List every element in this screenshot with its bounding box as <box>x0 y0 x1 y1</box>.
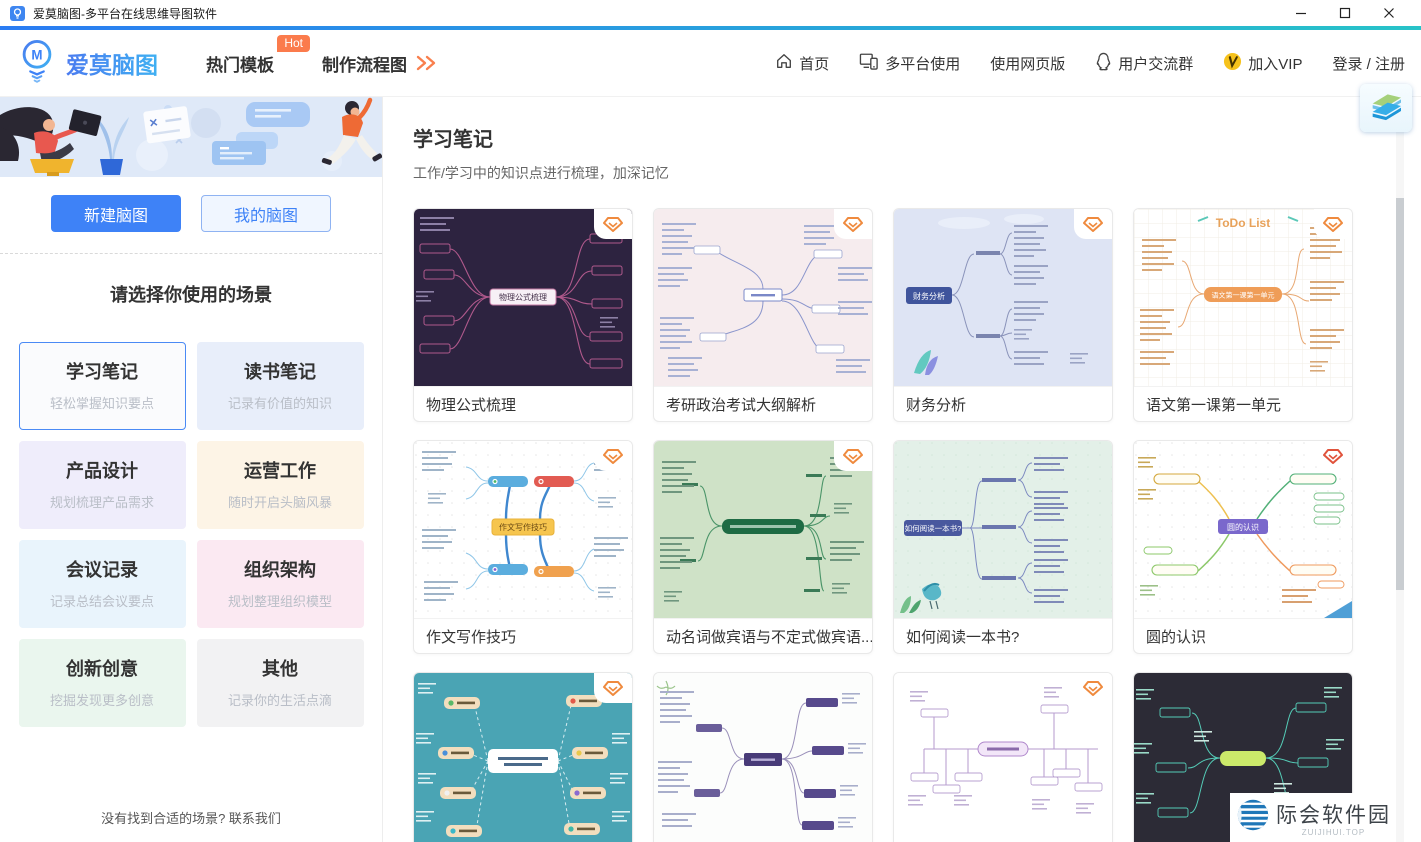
window-titlebar: 爱莫脑图-多平台在线思维导图软件 <box>0 0 1421 26</box>
scene-footer: 没有找到合适的场景? 联系我们 <box>101 811 281 826</box>
svg-text:如何阅读一本书?: 如何阅读一本书? <box>905 523 962 533</box>
svg-text:物理公式梳理: 物理公式梳理 <box>499 292 547 302</box>
template-card-infinitive-grammar[interactable] <box>893 672 1113 842</box>
premium-gem-icon <box>1314 441 1352 471</box>
scene-card-other[interactable]: 其他 记录你的生活点滴 <box>196 639 364 727</box>
template-card-physics-formulas[interactable]: 物理公式梳理 物理公式梳理 <box>413 208 633 422</box>
brand-logo[interactable]: M 爱莫脑图 <box>16 37 158 90</box>
nav-link-multiplatform[interactable]: 多平台使用 <box>859 52 960 74</box>
premium-gem-icon <box>594 209 632 239</box>
template-card-how-to-read[interactable]: 如何阅读一本书? 如何阅读一本书? <box>893 440 1113 654</box>
svg-text:M: M <box>31 47 42 62</box>
bulb-logo-icon: M <box>16 37 58 90</box>
watermark-domain: ZUIJIHUI.TOP <box>1301 827 1366 837</box>
brand-name: 爱莫脑图 <box>66 46 158 80</box>
app-icon <box>10 5 25 21</box>
accent-divider <box>0 26 1421 30</box>
close-button[interactable] <box>1367 0 1411 26</box>
qq-icon <box>1095 52 1112 75</box>
premium-gem-icon <box>594 673 632 703</box>
template-panel: 学习笔记 工作/学习中的知识点进行梳理，加深记忆 <box>383 97 1421 842</box>
floating-tool-widget[interactable] <box>1360 84 1412 132</box>
contact-us-link[interactable]: 联系我们 <box>228 811 281 826</box>
premium-gem-icon <box>834 441 872 471</box>
scene-card-innovation[interactable]: 创新创意 挖掘发现更多创意 <box>18 639 186 727</box>
new-mindmap-button[interactable]: 新建脑图 <box>51 195 181 232</box>
scene-card-study-notes[interactable]: 学习笔记 轻松掌握知识要点 <box>18 342 186 430</box>
scene-heading: 请选择你使用的场景 <box>110 285 272 305</box>
premium-gem-icon <box>1074 209 1112 239</box>
window-title: 爱莫脑图-多平台在线思维导图软件 <box>33 6 217 21</box>
dashed-divider <box>0 253 382 254</box>
nav-link-login-register[interactable]: 登录 / 注册 <box>1332 55 1405 73</box>
main-nav: M 爱莫脑图 热门模板 Hot 制作流程图 首页 多平台使用 使用网页版 <box>0 30 1421 97</box>
mindmap-thumbnail: 作文写作技巧 <box>414 441 632 618</box>
section-title: 学习笔记 <box>413 129 493 151</box>
template-grid: 物理公式梳理 物理公式梳理 <box>413 208 1421 842</box>
svg-text:圆的认识: 圆的认识 <box>1227 522 1259 532</box>
template-card-study-plan[interactable] <box>413 672 633 842</box>
template-card-purple-notes[interactable] <box>653 672 873 842</box>
nav-link-home[interactable]: 首页 <box>775 52 829 74</box>
scrollbar-thumb[interactable] <box>1396 198 1404 590</box>
vip-icon <box>1223 52 1242 75</box>
template-card-essay-writing[interactable]: 作文写作技巧 作文写作技巧 <box>413 440 633 654</box>
mindmap-thumbnail: ToDo List 语文第一课第一单元 <box>1134 209 1352 386</box>
home-icon <box>775 52 793 74</box>
scene-card-reading-notes[interactable]: 读书笔记 记录有价值的知识 <box>196 342 364 430</box>
nav-link-webversion[interactable]: 使用网页版 <box>990 55 1066 73</box>
watermark-name: 际会软件园 <box>1276 803 1391 827</box>
svg-text:语文第一课第一单元: 语文第一课第一单元 <box>1212 291 1275 300</box>
nav-hot-templates[interactable]: 热门模板 Hot <box>206 34 310 76</box>
premium-gem-icon <box>834 209 872 239</box>
premium-gem-icon <box>1314 209 1352 239</box>
scene-card-product-design[interactable]: 产品设计 规划梳理产品需求 <box>18 441 186 529</box>
mindmap-thumbnail <box>654 209 872 386</box>
mindmap-thumbnail: 圆的认识 <box>1134 441 1352 618</box>
banner-illustration <box>0 97 382 177</box>
double-arrow-icon <box>415 55 439 71</box>
premium-gem-icon <box>594 441 632 471</box>
template-card-politics-exam[interactable]: 考研政治考试大纲解析 <box>653 208 873 422</box>
section-subtitle: 工作/学习中的知识点进行梳理，加深记忆 <box>413 165 669 181</box>
scrollbar-track[interactable] <box>1396 98 1404 842</box>
hot-badge: Hot <box>277 34 310 52</box>
mindmap-thumbnail <box>414 673 632 842</box>
mindmap-thumbnail: 财务分析 <box>894 209 1112 386</box>
nav-link-usergroup[interactable]: 用户交流群 <box>1095 52 1193 75</box>
mindmap-thumbnail: 如何阅读一本书? <box>894 441 1112 618</box>
svg-text:ToDo List: ToDo List <box>1216 216 1270 230</box>
scene-grid: 学习笔记 轻松掌握知识要点 读书笔记 记录有价值的知识 产品设计 规划梳理产品需… <box>0 342 382 727</box>
mindmap-thumbnail: 物理公式梳理 <box>414 209 632 386</box>
mindmap-thumbnail <box>894 673 1112 842</box>
my-mindmaps-button[interactable]: 我的脑图 <box>201 195 331 232</box>
template-card-circle-geometry[interactable]: 圆的认识 圆的认识 <box>1133 440 1353 654</box>
premium-gem-icon <box>1074 673 1112 703</box>
minimize-button[interactable] <box>1279 0 1323 26</box>
svg-text:作文写作技巧: 作文写作技巧 <box>499 522 547 532</box>
template-card-gerund-grammar[interactable]: 动名词做宾语与不定式做宾语... <box>653 440 873 654</box>
globe-logo-icon <box>1234 796 1272 839</box>
zigzag-tool-icon <box>1366 89 1406 128</box>
nav-make-flowchart[interactable]: 制作流程图 <box>322 51 439 76</box>
template-card-chinese-lesson[interactable]: ToDo List 语文第一课第一单元 <box>1133 208 1353 422</box>
devices-icon <box>859 52 879 74</box>
template-card-finance-analysis[interactable]: 财务分析 财务分析 <box>893 208 1113 422</box>
mindmap-thumbnail <box>654 673 872 842</box>
watermark: 际会软件园 ZUIJIHUI.TOP <box>1230 793 1421 842</box>
scene-card-org-structure[interactable]: 组织架构 规划整理组织模型 <box>196 540 364 628</box>
mindmap-thumbnail <box>654 441 872 618</box>
sidebar: 新建脑图 我的脑图 请选择你使用的场景 学习笔记 轻松掌握知识要点 读书笔记 记… <box>0 97 383 842</box>
nav-link-vip[interactable]: 加入VIP <box>1223 52 1302 75</box>
scene-card-meeting-notes[interactable]: 会议记录 记录总结会议要点 <box>18 540 186 628</box>
scene-card-operations[interactable]: 运营工作 随时开启头脑风暴 <box>196 441 364 529</box>
svg-text:财务分析: 财务分析 <box>913 291 945 301</box>
maximize-button[interactable] <box>1323 0 1367 26</box>
